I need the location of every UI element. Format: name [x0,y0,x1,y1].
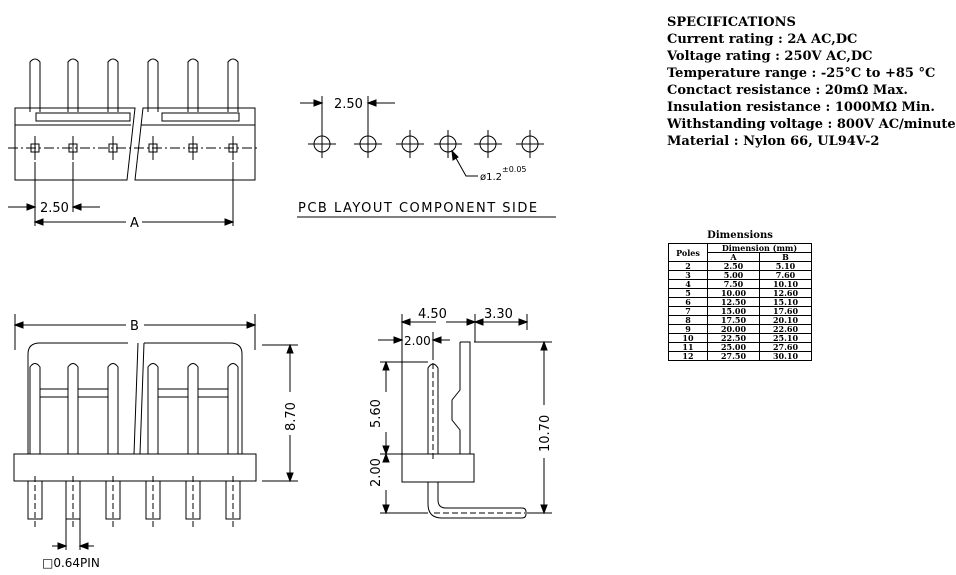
pcb-pitch-label: 2.50 [334,97,363,112]
spec-line: Material : Nylon 66, UL94V-2 [667,134,880,149]
hole-diameter-label: ø1.2 [480,172,502,183]
poles-cell: 12 [668,351,708,361]
side-height2-label: 2.00 [369,458,384,487]
dim-a-cell: 27.50 [707,351,760,361]
spec-line: Conctact resistance : 20mΩ Max. [667,83,908,98]
dimensions-title: Dimensions [707,230,773,241]
height-front-label: 8.70 [284,402,299,431]
side-total-label: 10.70 [538,415,553,452]
side-width2-label: 3.30 [484,307,513,322]
dim-a-label: A [130,216,139,231]
dimension-group-header: Dimension (mm) [707,243,812,253]
spec-title: SPECIFICATIONS [667,15,796,30]
dim-b-label: B [130,319,139,334]
spec-line: Current rating : 2A AC,DC [667,32,858,47]
pin-size-label: □0.64PIN [42,556,100,570]
hole-tolerance-label: ±0.05 [502,165,527,174]
pcb-layout [297,96,556,218]
side-view [378,314,552,519]
spec-line: Withstanding voltage : 800V AC/minute [667,117,956,132]
front-view [13,314,298,550]
poles-header: Poles [668,243,708,262]
spec-line: Temperature range : -25°C to +85 °C [667,66,936,81]
pcb-caption: PCB LAYOUT COMPONENT SIDE [298,201,539,216]
top-view [8,58,260,226]
side-width1-label: 4.50 [418,307,447,322]
side-offset-label: 2.00 [404,334,431,348]
pitch-label: 2.50 [40,201,69,216]
specifications: SPECIFICATIONS Current rating : 2A AC,DC… [667,14,956,150]
side-height1-label: 5.60 [369,399,384,428]
spec-line: Voltage rating : 250V AC,DC [667,49,873,64]
spec-line: Insulation resistance : 1000MΩ Min. [667,100,935,115]
dim-b-cell: 30.10 [758,351,813,361]
